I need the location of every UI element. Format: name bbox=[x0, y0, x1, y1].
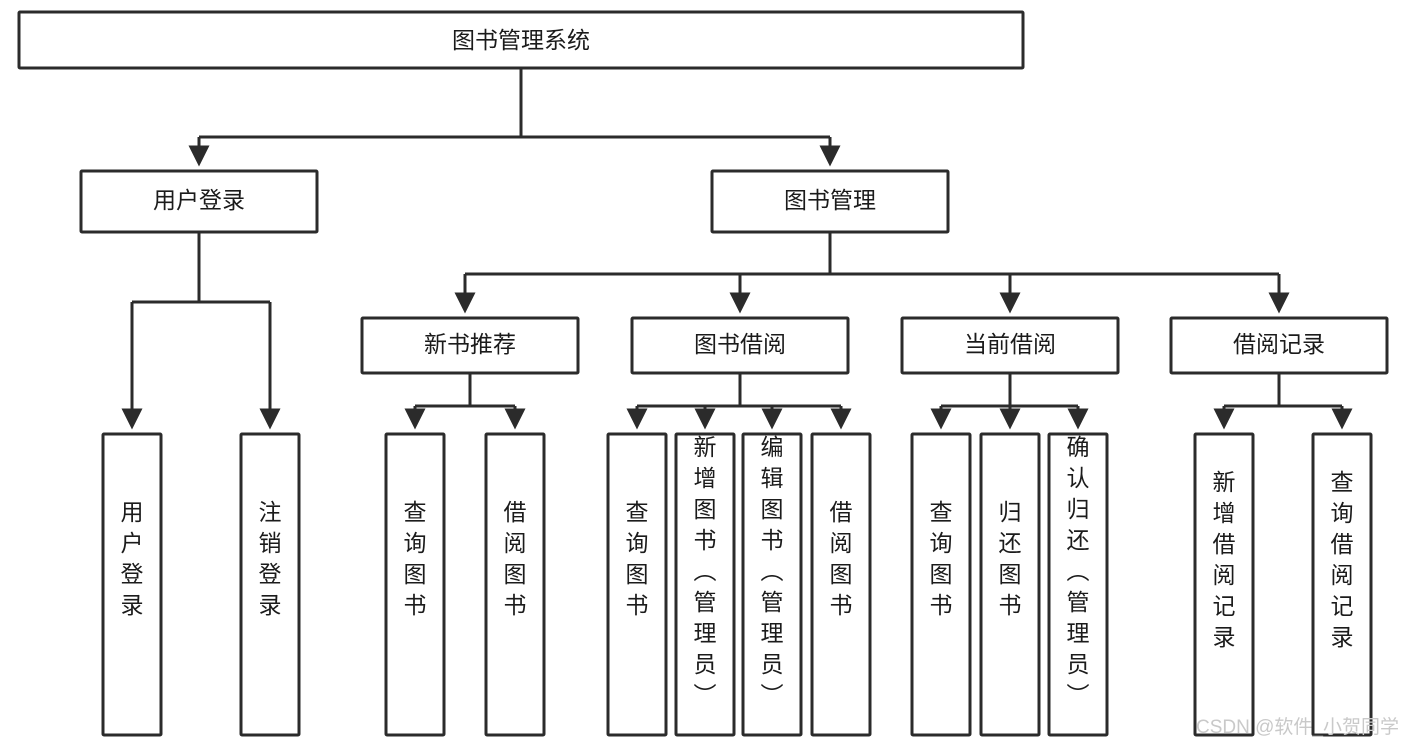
node-leaf-edit-book-admin-label: 编辑图书︵管理员︶ bbox=[761, 434, 784, 708]
node-borrow-record-label: 借阅记录 bbox=[1233, 331, 1325, 357]
node-borrow-record[interactable]: 借阅记录 bbox=[1169, 316, 1389, 375]
node-book-borrow-label: 图书借阅 bbox=[694, 331, 786, 357]
node-leaf-add-borrow-record[interactable]: 新增借阅记录 bbox=[1193, 432, 1255, 737]
connector-root-to-level2 bbox=[188, 68, 841, 167]
node-leaf-query-borrow-record[interactable]: 查询借阅记录 bbox=[1311, 432, 1373, 737]
node-leaf-query-book-borrow[interactable]: 查询图书 bbox=[606, 432, 668, 737]
node-leaf-query-book-recommend[interactable]: 查询图书 bbox=[384, 432, 446, 737]
connector-borrow-to-leaves bbox=[626, 373, 852, 430]
node-leaf-borrow-book[interactable]: 借阅图书 bbox=[810, 432, 872, 737]
node-leaf-borrow-book-recommend[interactable]: 借阅图书 bbox=[484, 432, 546, 737]
node-user-login-label: 用户登录 bbox=[153, 187, 245, 213]
node-leaf-edit-book-admin[interactable]: 编辑图书︵管理员︶ bbox=[741, 432, 803, 737]
node-leaf-add-book-admin-label: 新增图书︵管理员︶ bbox=[694, 434, 717, 708]
connector-user-login-to-leaves bbox=[121, 232, 281, 430]
node-book-management-label: 图书管理 bbox=[784, 187, 876, 213]
node-root-system-label: 图书管理系统 bbox=[452, 27, 590, 53]
node-leaf-query-book-current[interactable]: 查询图书 bbox=[910, 432, 972, 737]
connector-current-to-leaves bbox=[930, 373, 1089, 430]
node-leaf-logout-label: 注销登录 bbox=[259, 499, 282, 618]
node-leaf-borrow-book-recommend-label: 借阅图书 bbox=[504, 499, 527, 618]
connector-book-mgmt-to-level3 bbox=[454, 232, 1290, 314]
node-leaf-add-borrow-record-label: 新增借阅记录 bbox=[1213, 469, 1236, 650]
node-leaf-query-book-recommend-label: 查询图书 bbox=[404, 499, 427, 618]
node-new-book-recommend[interactable]: 新书推荐 bbox=[360, 316, 580, 375]
node-leaf-user-login-label: 用户登录 bbox=[121, 499, 144, 618]
node-leaf-return-book-label: 归还图书 bbox=[999, 499, 1022, 618]
connector-record-to-leaves bbox=[1213, 373, 1353, 430]
node-book-borrow[interactable]: 图书借阅 bbox=[630, 316, 850, 375]
node-leaf-confirm-return-admin-label: 确认归还︵管理员︶ bbox=[1067, 434, 1090, 708]
node-leaf-borrow-book-label: 借阅图书 bbox=[830, 499, 853, 618]
node-root-system[interactable]: 图书管理系统 bbox=[17, 10, 1025, 70]
node-leaf-confirm-return-admin[interactable]: 确认归还︵管理员︶ bbox=[1047, 432, 1109, 737]
node-leaf-user-login[interactable]: 用户登录 bbox=[101, 432, 163, 737]
node-leaf-logout[interactable]: 注销登录 bbox=[239, 432, 301, 737]
node-user-login[interactable]: 用户登录 bbox=[79, 169, 319, 234]
node-leaf-query-book-current-label: 查询图书 bbox=[930, 499, 953, 618]
csdn-watermark: CSDN @软件_小贺同学 bbox=[1196, 716, 1399, 738]
node-current-borrow-label: 当前借阅 bbox=[964, 331, 1056, 357]
node-current-borrow[interactable]: 当前借阅 bbox=[900, 316, 1120, 375]
node-leaf-query-book-borrow-label: 查询图书 bbox=[626, 499, 649, 618]
node-book-management[interactable]: 图书管理 bbox=[710, 169, 950, 234]
node-leaf-return-book[interactable]: 归还图书 bbox=[979, 432, 1041, 737]
node-new-book-recommend-label: 新书推荐 bbox=[424, 331, 516, 357]
node-leaf-query-borrow-record-label: 查询借阅记录 bbox=[1331, 469, 1354, 650]
connector-new-book-to-leaves bbox=[404, 373, 526, 430]
node-leaf-add-book-admin[interactable]: 新增图书︵管理员︶ bbox=[674, 432, 736, 737]
